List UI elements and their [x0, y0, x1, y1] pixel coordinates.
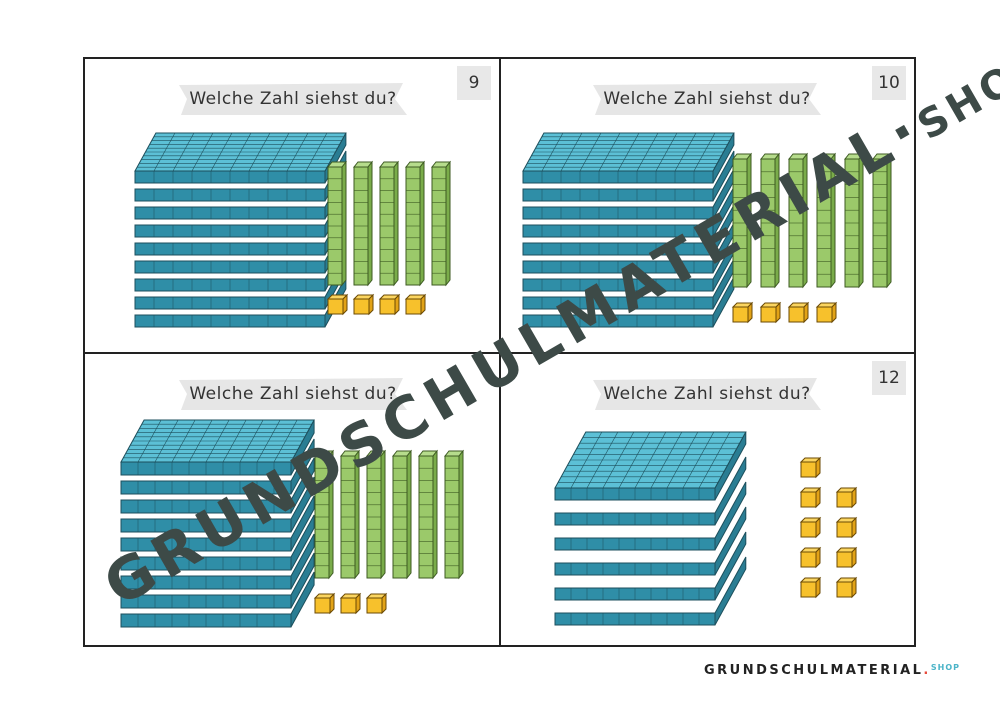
base-ten-blocks [120, 419, 465, 628]
hundred-plate [522, 258, 735, 310]
task-card-10: Welche Zahl siehst du? 10 [501, 59, 916, 352]
task-card-12: Welche Zahl siehst du? 12 [501, 354, 916, 647]
ten-rod [313, 449, 335, 580]
base-ten-blocks [522, 132, 893, 328]
task-number: 12 [872, 361, 906, 395]
unit-cube [835, 546, 858, 569]
unit-cube [731, 301, 754, 324]
ten-rod [787, 152, 809, 289]
question-text: Welche Zahl siehst du? [603, 89, 811, 109]
ten-rod [417, 449, 439, 580]
unit-cube [365, 592, 388, 615]
unit-cube [326, 293, 349, 316]
hundred-plate [120, 476, 315, 533]
task-card-11: Welche Zahl siehst du? [85, 354, 500, 647]
hundred-plate [522, 276, 735, 328]
hundred-plate [522, 204, 735, 256]
ten-rod [871, 152, 893, 289]
ten-rod [352, 160, 374, 287]
ten-rod [391, 449, 413, 580]
question-text: Welche Zahl siehst du? [189, 89, 397, 109]
unit-cube [759, 301, 782, 324]
unit-cube [787, 301, 810, 324]
question-text: Welche Zahl siehst du? [603, 384, 811, 404]
hundred-plate [522, 240, 735, 292]
hundred-plate [522, 222, 735, 274]
hundred-plate [120, 495, 315, 552]
unit-cube [799, 486, 822, 509]
unit-cube [352, 293, 375, 316]
horizontal-divider [83, 352, 916, 354]
question-banner: Welche Zahl siehst du? [591, 376, 823, 412]
hundred-plate [554, 506, 747, 576]
unit-cube [815, 301, 838, 324]
question-text: Welche Zahl siehst du? [189, 384, 397, 404]
hundred-plate [120, 571, 315, 628]
unit-cube [404, 293, 427, 316]
ten-rod [326, 160, 348, 287]
ten-rod [843, 152, 865, 289]
unit-cube [799, 546, 822, 569]
hundred-plate [554, 481, 747, 551]
base-ten-blocks [134, 132, 452, 328]
question-banner: Welche Zahl siehst du? [177, 376, 409, 412]
ten-rod [430, 160, 452, 287]
unit-cube [835, 516, 858, 539]
unit-cube [835, 486, 858, 509]
unit-cube [799, 456, 822, 479]
task-number: 9 [457, 66, 491, 100]
hundred-plate [554, 531, 747, 601]
unit-cube [835, 576, 858, 599]
hundred-plate [120, 552, 315, 609]
question-banner: Welche Zahl siehst du? [177, 81, 409, 117]
task-card-9: Welche Zahl siehst du? 9 [85, 59, 500, 352]
hundred-plate [554, 431, 747, 501]
question-banner: Welche Zahl siehst du? [591, 81, 823, 117]
hundred-plate [554, 556, 747, 626]
hundred-plate [120, 419, 315, 476]
base-ten-blocks [554, 431, 858, 626]
task-number: 10 [872, 66, 906, 100]
hundred-plate [522, 186, 735, 238]
hundred-plate [120, 438, 315, 495]
ten-rod [759, 152, 781, 289]
hundred-plate [120, 514, 315, 571]
hundred-plate [134, 132, 347, 184]
ten-rod [731, 152, 753, 289]
ten-rod [815, 152, 837, 289]
ten-rod [378, 160, 400, 287]
ten-rod [339, 449, 361, 580]
unit-cube [339, 592, 362, 615]
hundred-plate [120, 533, 315, 590]
ten-rod [365, 449, 387, 580]
hundred-plate [522, 132, 735, 184]
hundred-plate [554, 456, 747, 526]
brand-logo: GRUNDSCHULMATERIAL.SHOP [703, 663, 960, 678]
hundred-plate [120, 457, 315, 514]
ten-rod [404, 160, 426, 287]
unit-cube [378, 293, 401, 316]
unit-cube [799, 516, 822, 539]
unit-cube [799, 576, 822, 599]
ten-rod [443, 449, 465, 580]
unit-cube [313, 592, 336, 615]
